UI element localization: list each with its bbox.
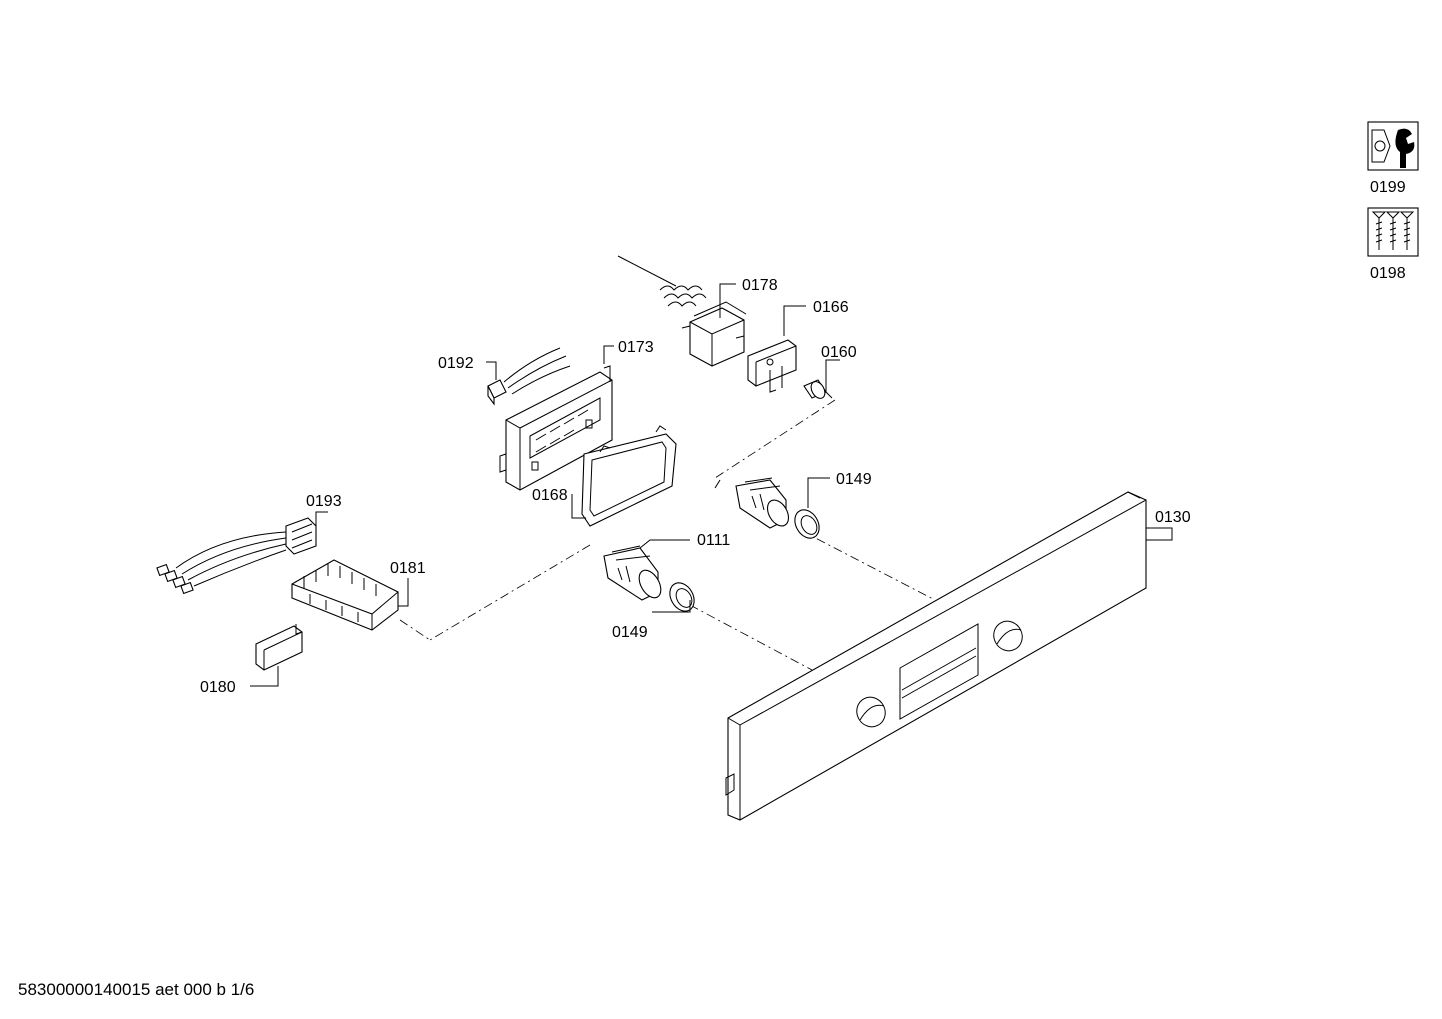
label-0173: 0173	[618, 339, 654, 356]
bracket-0166	[747, 339, 797, 393]
knob-0111-upper	[735, 477, 790, 529]
part-labels: 0130 0111 0149 0149 0160 0166 0168 0173 …	[200, 277, 1191, 696]
label-0192: 0192	[438, 355, 474, 372]
label-0181: 0181	[390, 560, 426, 577]
connector-0192	[487, 347, 571, 406]
document-code: 58300000140015 aet 000 b 1/6	[18, 980, 255, 999]
ring-0149-lower	[669, 582, 695, 612]
electronic-module-0173	[499, 365, 613, 491]
label-0149-upper: 0149	[836, 471, 872, 488]
terminal-block-0181	[291, 559, 399, 631]
label-0199: 0199	[1370, 179, 1406, 196]
clip-0180	[255, 624, 303, 671]
label-0178: 0178	[742, 277, 778, 294]
label-0130: 0130	[1155, 509, 1191, 526]
label-0168: 0168	[532, 487, 568, 504]
label-0180: 0180	[200, 679, 236, 696]
label-0166: 0166	[813, 299, 849, 316]
label-0198: 0198	[1370, 265, 1406, 282]
knob-0111-lower	[603, 545, 662, 601]
leader-lines	[250, 283, 1173, 687]
legend-screws: 0198	[1367, 207, 1419, 282]
thermostat-0178	[617, 255, 747, 367]
label-0149-lower: 0149	[612, 624, 648, 641]
lamp-holder-0160	[803, 379, 833, 399]
assembly-lines	[399, 399, 936, 671]
frame-0168	[581, 425, 677, 527]
connector-0193	[156, 517, 317, 595]
control-panel-0130	[725, 491, 1147, 821]
label-0111: 0111	[697, 532, 730, 549]
label-0193: 0193	[306, 493, 342, 510]
label-0160: 0160	[821, 344, 857, 361]
legend-tools: 0199	[1367, 121, 1419, 196]
ring-0149-upper	[794, 509, 820, 539]
